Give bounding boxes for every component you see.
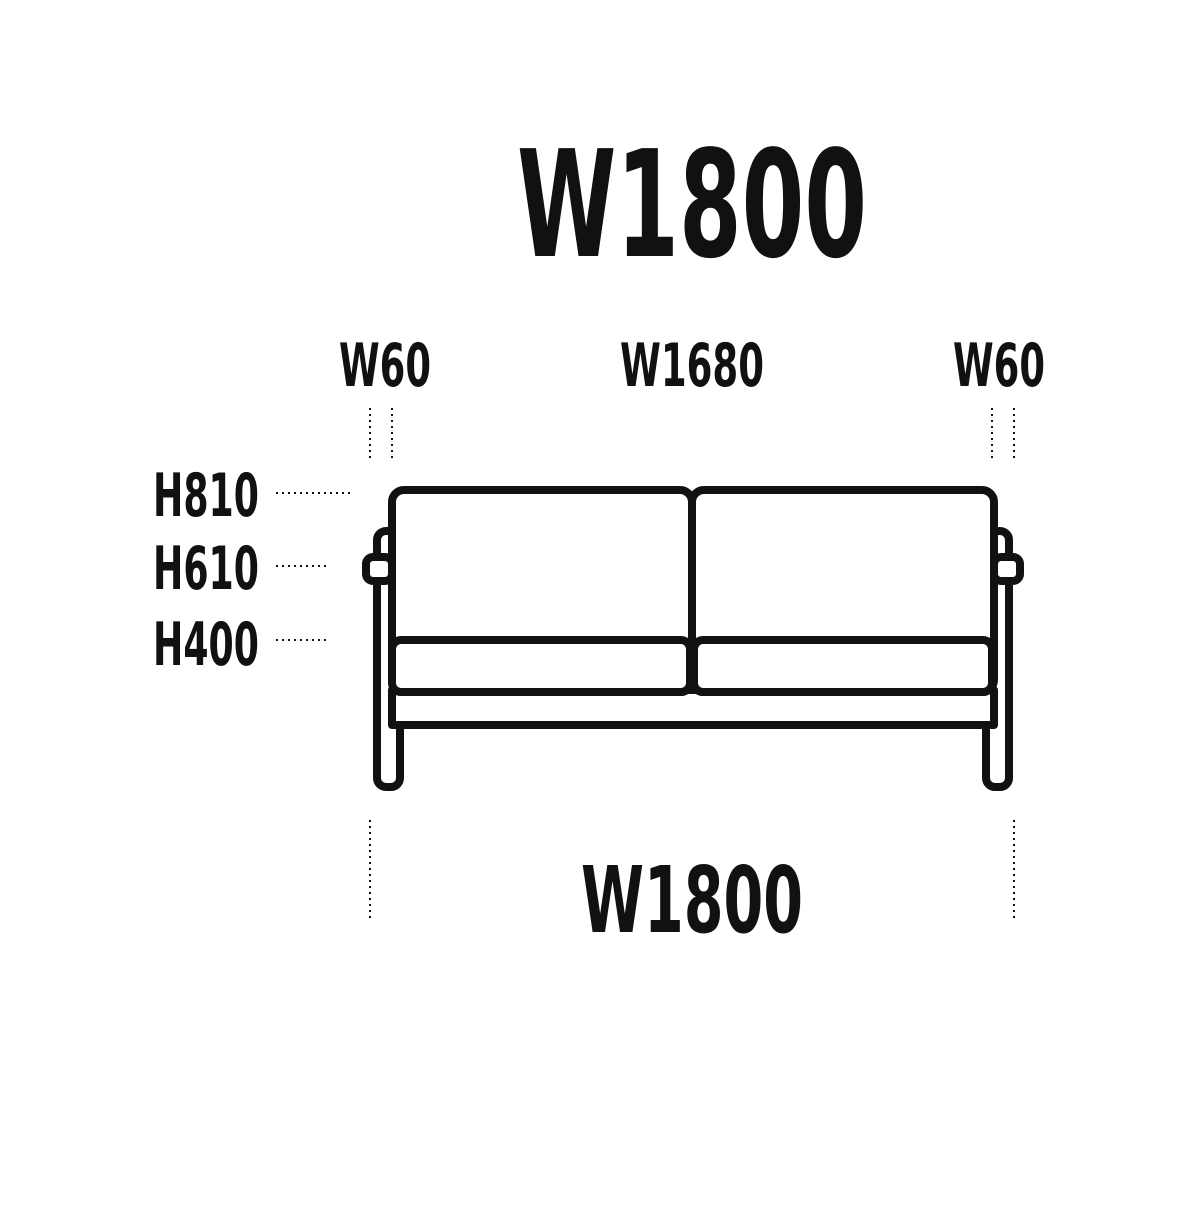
label-arm-height: H610 (153, 534, 259, 604)
seat-cushion-left (388, 636, 694, 696)
title-width: W1800 (517, 119, 867, 291)
top-guide-lines (369, 408, 1015, 460)
label-overall-width: W1800 (581, 847, 803, 954)
label-right-frame-width: W60 (953, 331, 1045, 401)
seat-cushion-right (690, 636, 996, 696)
seat-rail (388, 686, 998, 729)
sofa-front-view-icon (362, 486, 1024, 791)
label-left-frame-width: W60 (339, 331, 431, 401)
label-seat-width: W1680 (620, 331, 764, 401)
bottom-guide-lines (369, 820, 1015, 918)
label-back-height: H810 (153, 461, 259, 531)
label-seat-height: H400 (153, 610, 259, 680)
height-leader-lines (276, 492, 350, 641)
